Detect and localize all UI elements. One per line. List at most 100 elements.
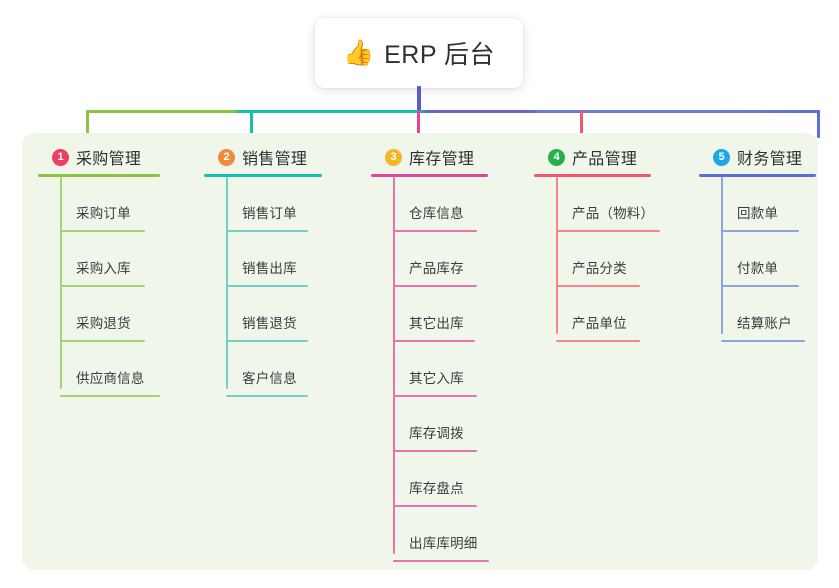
- trunk-connector: [417, 86, 421, 112]
- list-item-underline: [556, 285, 640, 287]
- branch-item-list: 仓库信息产品库存其它出库其它入库库存调拨库存盘点出库库明细: [371, 177, 521, 562]
- list-item[interactable]: 结算账户: [721, 287, 839, 342]
- list-item-underline: [393, 450, 477, 452]
- branch-item-list: 回款单付款单结算账户: [699, 177, 839, 342]
- list-item-underline: [721, 340, 805, 342]
- branch-underline: [534, 174, 651, 177]
- branch-title: 销售管理: [242, 151, 308, 168]
- list-item-underline: [226, 340, 308, 342]
- drop-connector-1: [86, 110, 89, 138]
- list-item-underline: [60, 395, 160, 397]
- list-item[interactable]: 产品（物料）: [556, 177, 689, 232]
- root-node-card[interactable]: 👍 ERP 后台: [315, 18, 523, 88]
- list-item-underline: [60, 340, 145, 342]
- list-item-label: 结算账户: [737, 316, 792, 331]
- list-item-underline: [721, 285, 799, 287]
- list-item-underline: [556, 340, 640, 342]
- branch-title: 产品管理: [572, 151, 638, 168]
- list-item[interactable]: 采购订单: [60, 177, 188, 232]
- list-item-label: 客户信息: [242, 371, 297, 386]
- drop-connector-3: [417, 110, 420, 138]
- list-item-underline: [721, 230, 799, 232]
- branches-panel: [22, 133, 818, 570]
- branch-title: 库存管理: [409, 151, 475, 168]
- list-item-underline: [60, 230, 145, 232]
- list-item[interactable]: 回款单: [721, 177, 839, 232]
- drop-connector-4: [580, 110, 583, 138]
- list-item[interactable]: 产品单位: [556, 287, 689, 342]
- list-item[interactable]: 采购退货: [60, 287, 188, 342]
- list-item-underline: [393, 505, 477, 507]
- branch-number-badge: 4: [548, 148, 565, 166]
- list-item-underline: [556, 230, 660, 232]
- list-item-label: 销售出库: [242, 261, 297, 276]
- branch-header-4[interactable]: 4 产品管理: [534, 145, 689, 169]
- branch-item-list: 产品（物料） 产品分类产品单位: [534, 177, 689, 342]
- branch-stem: [721, 177, 723, 334]
- branch-header-5[interactable]: 5 财务管理: [699, 145, 839, 169]
- list-item-underline: [60, 285, 145, 287]
- list-item-label: 采购订单: [76, 206, 131, 221]
- list-item-underline: [393, 285, 477, 287]
- drop-connector-2: [250, 110, 253, 138]
- list-item[interactable]: 库存盘点: [393, 452, 521, 507]
- branch-column-5: 5 财务管理回款单付款单结算账户: [699, 145, 839, 342]
- list-item[interactable]: 其它入库: [393, 342, 521, 397]
- list-item-underline: [393, 340, 475, 342]
- branch-stem: [556, 177, 558, 334]
- thumbs-up-icon: 👍: [342, 38, 375, 67]
- list-item[interactable]: 出库库明细: [393, 507, 521, 562]
- branch-stem: [226, 177, 228, 389]
- branch-title: 财务管理: [737, 151, 803, 168]
- list-item[interactable]: 销售出库: [226, 232, 354, 287]
- list-item-label: 库存盘点: [409, 481, 464, 496]
- list-item[interactable]: 销售订单: [226, 177, 354, 232]
- list-item[interactable]: 采购入库: [60, 232, 188, 287]
- list-item[interactable]: 产品库存: [393, 232, 521, 287]
- list-item-label: 产品（物料）: [572, 206, 655, 221]
- list-item-label: 产品分类: [572, 261, 627, 276]
- list-item[interactable]: 客户信息: [226, 342, 354, 397]
- list-item-label: 产品库存: [409, 261, 464, 276]
- list-item-label: 产品单位: [572, 316, 627, 331]
- list-item[interactable]: 其它出库: [393, 287, 521, 342]
- branch-underline: [371, 174, 488, 177]
- branch-underline: [204, 174, 322, 177]
- list-item-underline: [393, 230, 477, 232]
- branch-number-badge: 1: [52, 148, 69, 166]
- list-item[interactable]: 供应商信息: [60, 342, 188, 397]
- branch-column-4: 4 产品管理产品（物料） 产品分类产品单位: [534, 145, 689, 342]
- bus-connector: [86, 110, 820, 113]
- list-item-label: 出库库明细: [409, 536, 478, 551]
- branch-item-list: 采购订单采购入库采购退货供应商信息: [38, 177, 188, 397]
- list-item-label: 销售退货: [242, 316, 297, 331]
- list-item-label: 采购入库: [76, 261, 131, 276]
- list-item-label: 其它入库: [409, 371, 464, 386]
- branch-stem: [393, 177, 395, 554]
- list-item[interactable]: 付款单: [721, 232, 839, 287]
- branch-underline: [38, 174, 160, 177]
- list-item[interactable]: 仓库信息: [393, 177, 521, 232]
- list-item-underline: [393, 395, 477, 397]
- list-item-underline: [226, 230, 308, 232]
- list-item[interactable]: 销售退货: [226, 287, 354, 342]
- branch-number-badge: 5: [713, 148, 730, 166]
- list-item-label: 其它出库: [409, 316, 464, 331]
- list-item-underline: [226, 395, 308, 397]
- list-item[interactable]: 库存调拨: [393, 397, 521, 452]
- list-item-underline: [226, 285, 308, 287]
- list-item[interactable]: 产品分类: [556, 232, 689, 287]
- root-node-title: ERP 后台: [384, 41, 496, 69]
- list-item-label: 付款单: [737, 261, 779, 276]
- branch-item-list: 销售订单销售出库销售退货客户信息: [204, 177, 354, 397]
- branch-stem: [60, 177, 62, 389]
- branch-underline: [699, 174, 816, 177]
- list-item-label: 销售订单: [242, 206, 297, 221]
- drop-connector-5: [817, 110, 820, 138]
